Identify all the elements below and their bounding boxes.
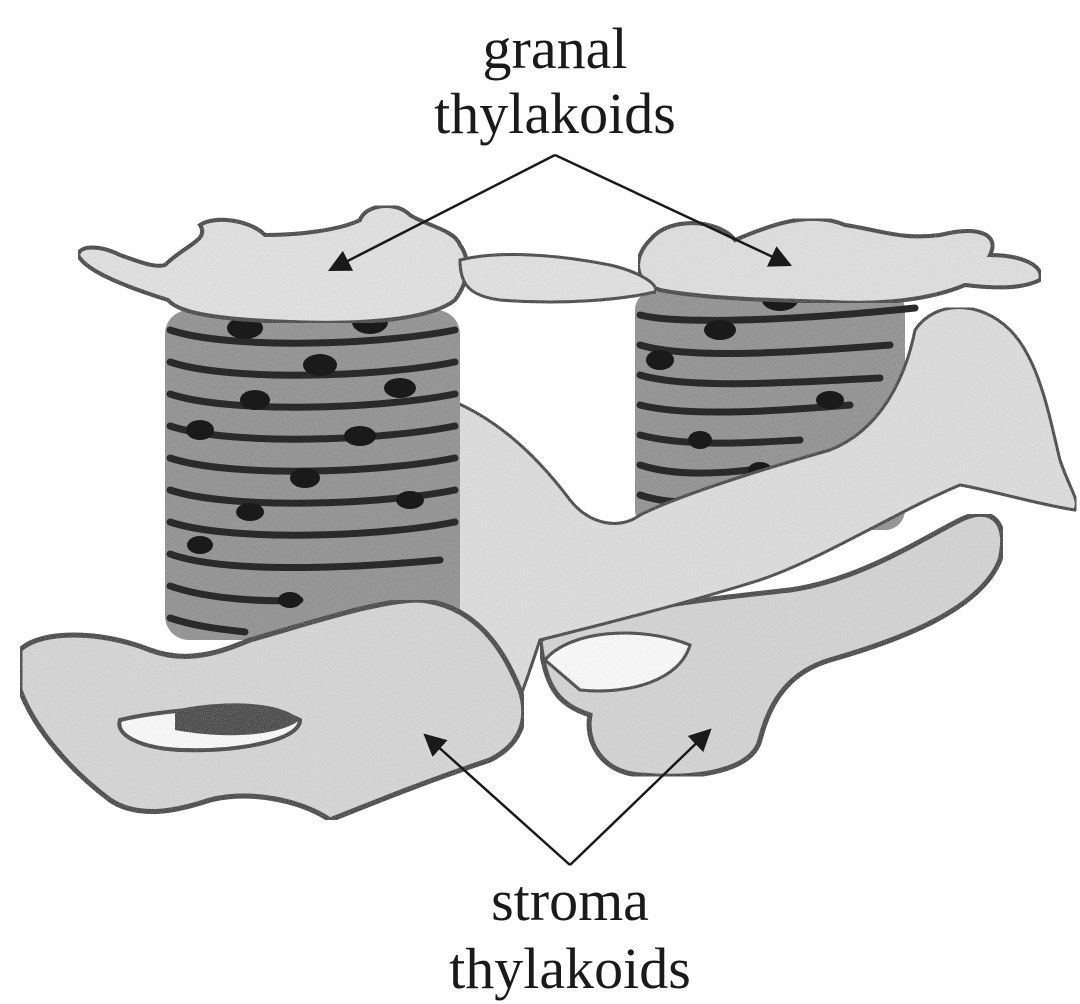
stroma-label-line1: stroma — [491, 868, 649, 933]
granum-left-top-disc — [78, 206, 656, 323]
granal-label-line1: granal — [483, 16, 628, 81]
stroma-label-line2: thylakoids — [449, 936, 691, 1001]
granal-label: granal thylakoids — [434, 16, 676, 146]
stroma-label: stroma thylakoids — [449, 868, 691, 1001]
granal-label-line2: thylakoids — [434, 81, 676, 146]
stroma-thylakoid-front-sheet — [20, 600, 524, 820]
granum-left — [165, 310, 460, 640]
granum-right-top-disc — [638, 219, 1041, 303]
